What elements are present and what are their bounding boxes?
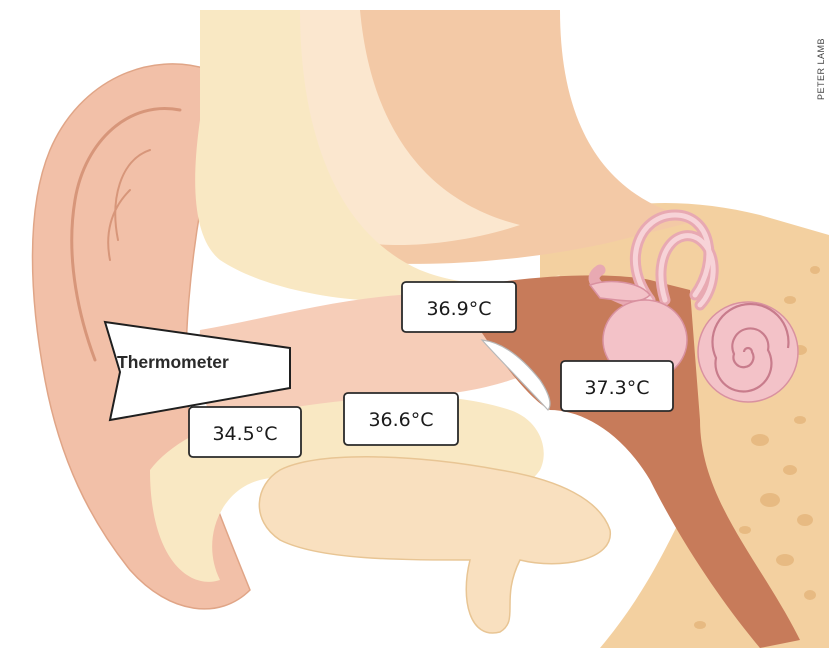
temp-box-ear-canal-entrance: 34.5°C — [189, 407, 301, 457]
temp-value-37-3: 37.3°C — [584, 377, 649, 399]
temp-box-ear-canal-middle: 36.6°C — [344, 393, 458, 445]
thermometer-label: Thermometer — [117, 352, 229, 372]
temp-value-36-9: 36.9°C — [426, 298, 491, 320]
temp-value-36-6: 36.6°C — [368, 409, 433, 431]
illustrator-credit: PETER LAMB — [816, 38, 826, 100]
temp-box-inner-ear: 37.3°C — [561, 361, 673, 411]
temp-value-34-5: 34.5°C — [212, 423, 277, 445]
mandible-lobe — [259, 457, 610, 633]
temp-box-eardrum-upper: 36.9°C — [402, 282, 516, 332]
